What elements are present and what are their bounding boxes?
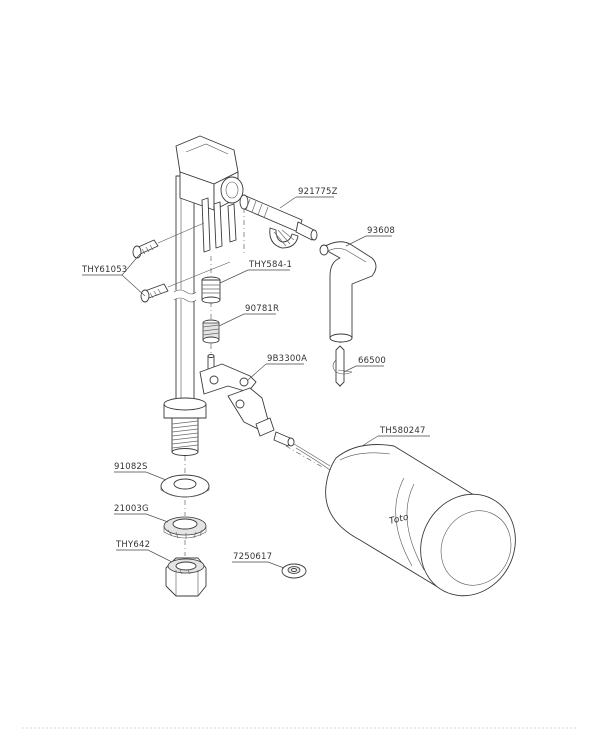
label-thy61053: THY61053 xyxy=(81,265,127,275)
label-921775z: 921775Z xyxy=(298,187,338,197)
callout-thy642: THY642 xyxy=(115,540,173,563)
callout-thy61053: THY61053 xyxy=(81,253,146,297)
callout-91082s: 91082S xyxy=(114,462,167,481)
part-91082s xyxy=(160,474,210,498)
callout-921775z: 921775Z xyxy=(279,187,338,209)
label-66500: 66500 xyxy=(358,356,386,366)
callout-th580247: TH580247 xyxy=(361,426,430,447)
callout-93608: 93608 xyxy=(345,226,395,247)
label-7250617: 7250617 xyxy=(233,552,272,562)
part-thy642 xyxy=(165,557,207,597)
part-93608 xyxy=(319,241,377,343)
callout-thy584-1: THY584-1 xyxy=(219,260,292,284)
label-thy642: THY642 xyxy=(115,540,150,550)
part-thy584-1 xyxy=(201,276,221,304)
label-9b3300a: 9B3300A xyxy=(267,354,307,364)
callout-90781r: 90781R xyxy=(218,304,279,327)
label-91082s: 91082S xyxy=(114,462,148,472)
brand-mark-label: Toto xyxy=(388,512,410,527)
part-90781r xyxy=(202,319,220,344)
label-thy584-1: THY584-1 xyxy=(248,260,292,270)
label-21003g: 21003G xyxy=(114,504,149,514)
part-66500 xyxy=(332,345,353,387)
callout-9b3300a: 9B3300A xyxy=(247,354,307,381)
label-th580247: TH580247 xyxy=(379,426,426,436)
part-9b3300a xyxy=(199,354,295,447)
part-7250617 xyxy=(281,563,307,579)
part-921775z xyxy=(239,194,318,249)
label-90781r: 90781R xyxy=(245,304,279,314)
callout-21003g: 21003G xyxy=(114,504,169,523)
part-th580247: Toto xyxy=(293,443,516,597)
label-93608: 93608 xyxy=(367,226,395,236)
callout-7250617: 7250617 xyxy=(232,552,285,569)
part-21003g xyxy=(163,516,207,539)
callout-66500: 66500 xyxy=(343,356,386,373)
faucet-body xyxy=(163,135,244,456)
